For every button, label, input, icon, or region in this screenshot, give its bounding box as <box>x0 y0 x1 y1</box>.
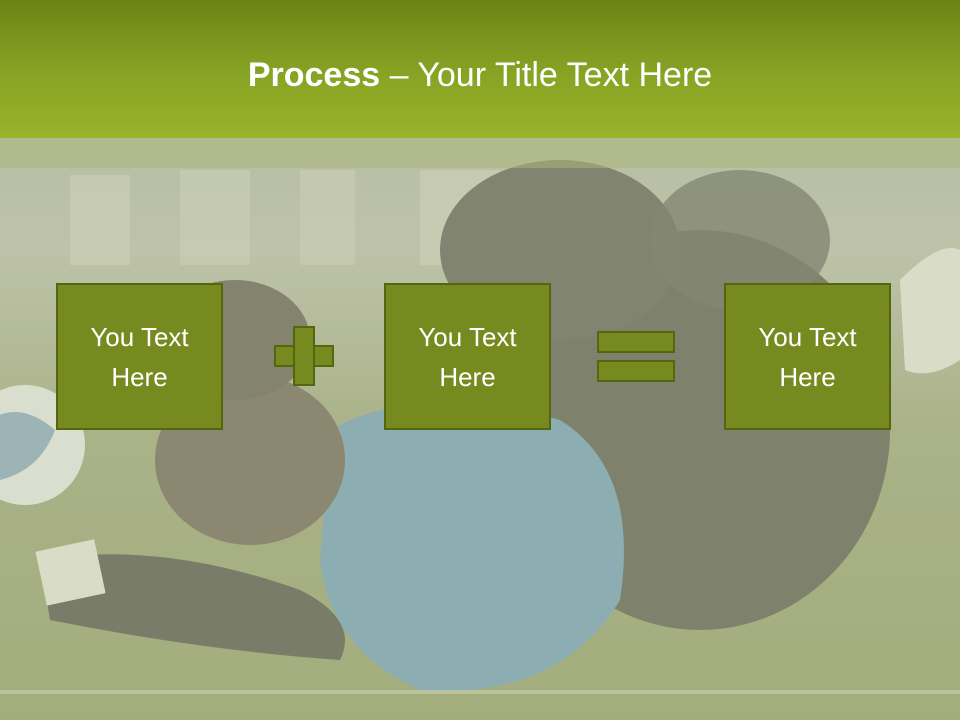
process-box-1[interactable]: You Text Here <box>56 283 223 430</box>
title-bar <box>0 0 960 138</box>
process-box-3[interactable]: You Text Here <box>724 283 891 430</box>
process-box-2-line1: You Text <box>418 321 517 352</box>
process-box-3-line1: You Text <box>758 321 857 352</box>
title-band <box>0 138 960 168</box>
process-box-2-line2: Here <box>439 361 496 392</box>
slide-title[interactable]: Process – Your Title Text Here <box>0 50 960 100</box>
process-box-1-line1: You Text <box>90 321 189 352</box>
slide-title-rest: – Your Title Text Here <box>380 56 713 94</box>
process-box-1-line2: Here <box>111 361 168 392</box>
process-box-2[interactable]: You Text Here <box>384 283 551 430</box>
process-box-3-line2: Here <box>779 361 836 392</box>
slide-title-bold: Process <box>247 56 381 94</box>
